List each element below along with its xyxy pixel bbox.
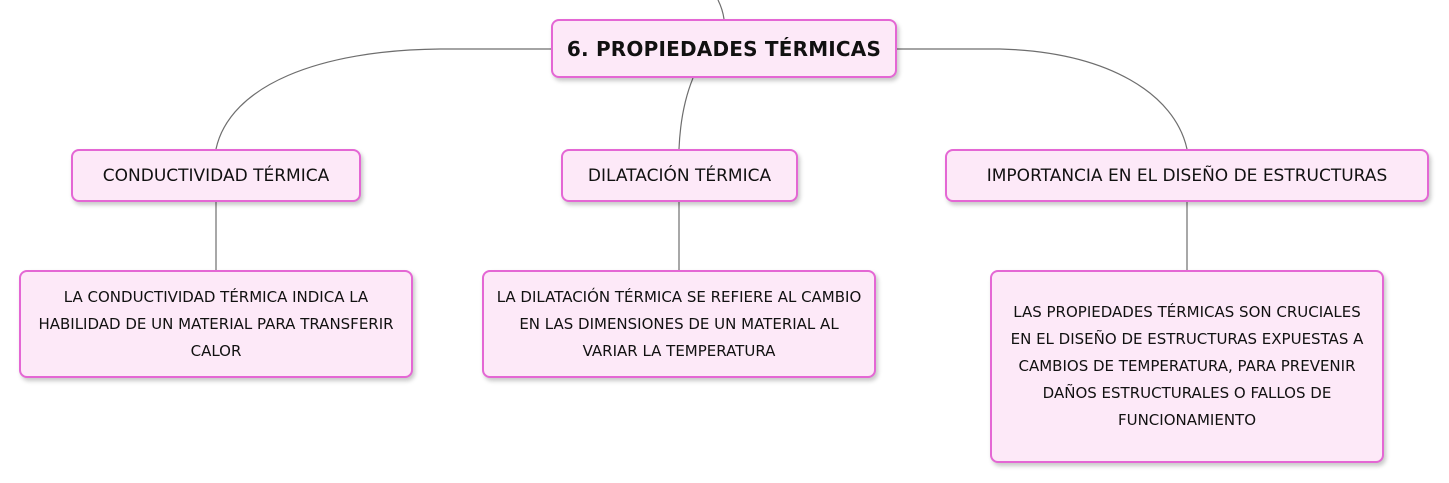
- topic-importancia-diseno[interactable]: IMPORTANCIA EN EL DISEÑO DE ESTRUCTURAS: [945, 149, 1429, 202]
- connector-root-to-conductividad: [215, 48, 551, 150]
- detail-dilatacion-termica[interactable]: LA DILATACIÓN TÉRMICA SE REFIERE AL CAMB…: [482, 270, 876, 378]
- detail-text: LA CONDUCTIVIDAD TÉRMICA INDICA LA HABIL…: [38, 287, 394, 360]
- topic-label: CONDUCTIVIDAD TÉRMICA: [102, 165, 330, 186]
- detail-conductividad-termica[interactable]: LA CONDUCTIVIDAD TÉRMICA INDICA LA HABIL…: [19, 270, 413, 378]
- detail-text: LA DILATACIÓN TÉRMICA SE REFIERE AL CAMB…: [496, 287, 862, 360]
- topic-conductividad-termica[interactable]: CONDUCTIVIDAD TÉRMICA: [71, 149, 361, 202]
- topic-dilatacion-termica[interactable]: DILATACIÓN TÉRMICA: [561, 149, 798, 202]
- root-topic-label: 6. PROPIEDADES TÉRMICAS: [566, 36, 882, 61]
- detail-text: LAS PROPIEDADES TÉRMICAS SON CRUCIALES E…: [1010, 303, 1364, 429]
- topic-label: DILATACIÓN TÉRMICA: [587, 165, 772, 186]
- connector-root-to-importancia: [897, 48, 1188, 150]
- detail-importancia-diseno[interactable]: LAS PROPIEDADES TÉRMICAS SON CRUCIALES E…: [990, 270, 1384, 463]
- connector-root-to-dilatacion: [678, 77, 694, 150]
- connector-incoming-parent: [717, 0, 725, 20]
- root-topic[interactable]: 6. PROPIEDADES TÉRMICAS: [551, 19, 897, 78]
- topic-label: IMPORTANCIA EN EL DISEÑO DE ESTRUCTURAS: [986, 165, 1388, 186]
